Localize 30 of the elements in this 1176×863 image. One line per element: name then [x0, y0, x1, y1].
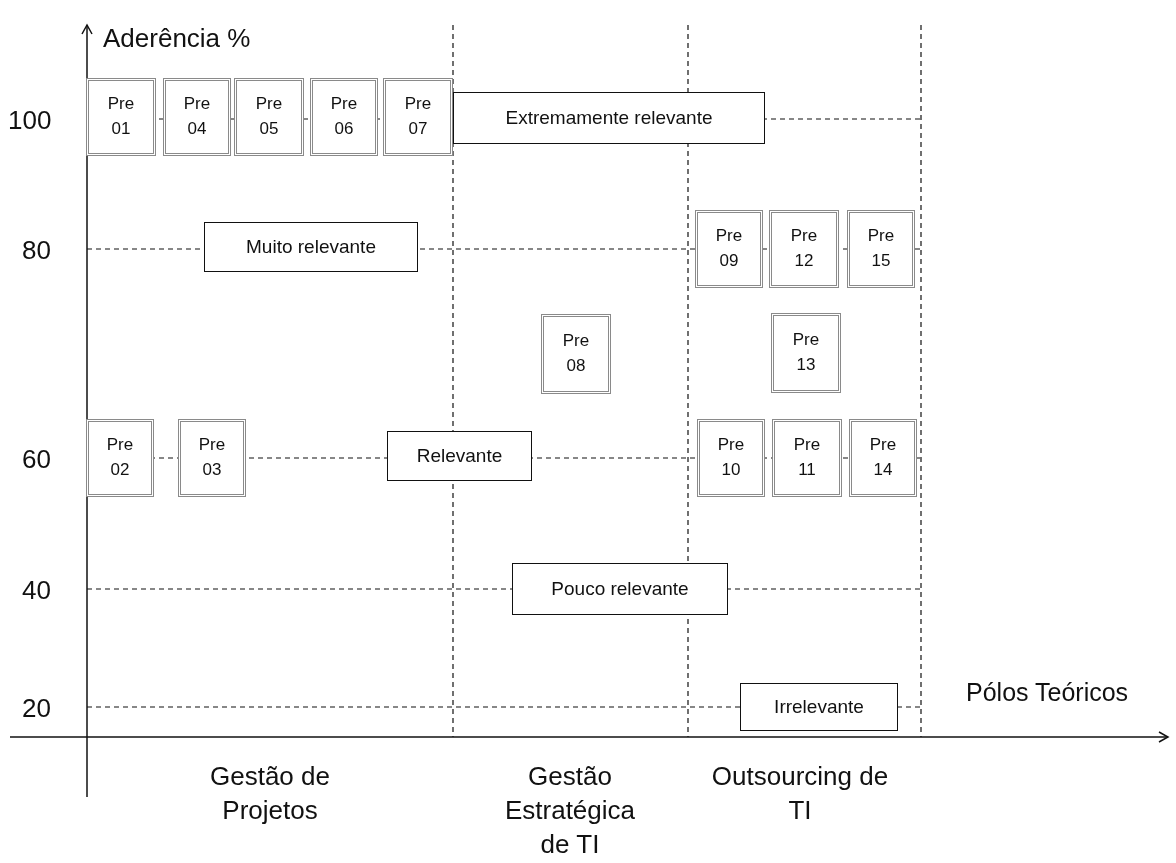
question-box: Pre 13 [771, 313, 841, 393]
axis-title: Aderência % [103, 22, 251, 55]
question-box: Pre 03 [178, 419, 246, 497]
question-box: Pre 09 [695, 210, 763, 288]
question-box: Pre 11 [772, 419, 842, 497]
question-box: Pre 15 [847, 210, 915, 288]
question-box: Pre 14 [849, 419, 917, 497]
tick-label: 40 [22, 574, 51, 607]
category-box: Muito relevante [204, 222, 418, 272]
question-box: Pre 01 [86, 78, 156, 156]
question-box: Pre 07 [383, 78, 453, 156]
tick-label: 20 [22, 692, 51, 725]
question-box: Pre 12 [769, 210, 839, 288]
question-box: Pre 02 [86, 419, 154, 497]
category-label: Gestão de Projetos [209, 760, 331, 827]
category-box: Irrelevante [740, 683, 898, 731]
question-box: Pre 05 [234, 78, 304, 156]
question-box: Pre 10 [697, 419, 765, 497]
tick-label: 100 [8, 104, 52, 137]
question-box: Pre 06 [310, 78, 378, 156]
category-box: Extremamente relevante [453, 92, 765, 144]
tick-label: 60 [22, 443, 51, 476]
question-box: Pre 08 [541, 314, 611, 394]
question-box: Pre 04 [163, 78, 231, 156]
axis-title: Pólos Teóricos [966, 677, 1129, 708]
category-label: Gestão Estratégica de TI [503, 760, 637, 861]
category-label: Outsourcing de TI [710, 760, 890, 827]
category-box: Pouco relevante [512, 563, 728, 615]
category-box: Relevante [387, 431, 532, 481]
tick-label: 80 [22, 234, 51, 267]
